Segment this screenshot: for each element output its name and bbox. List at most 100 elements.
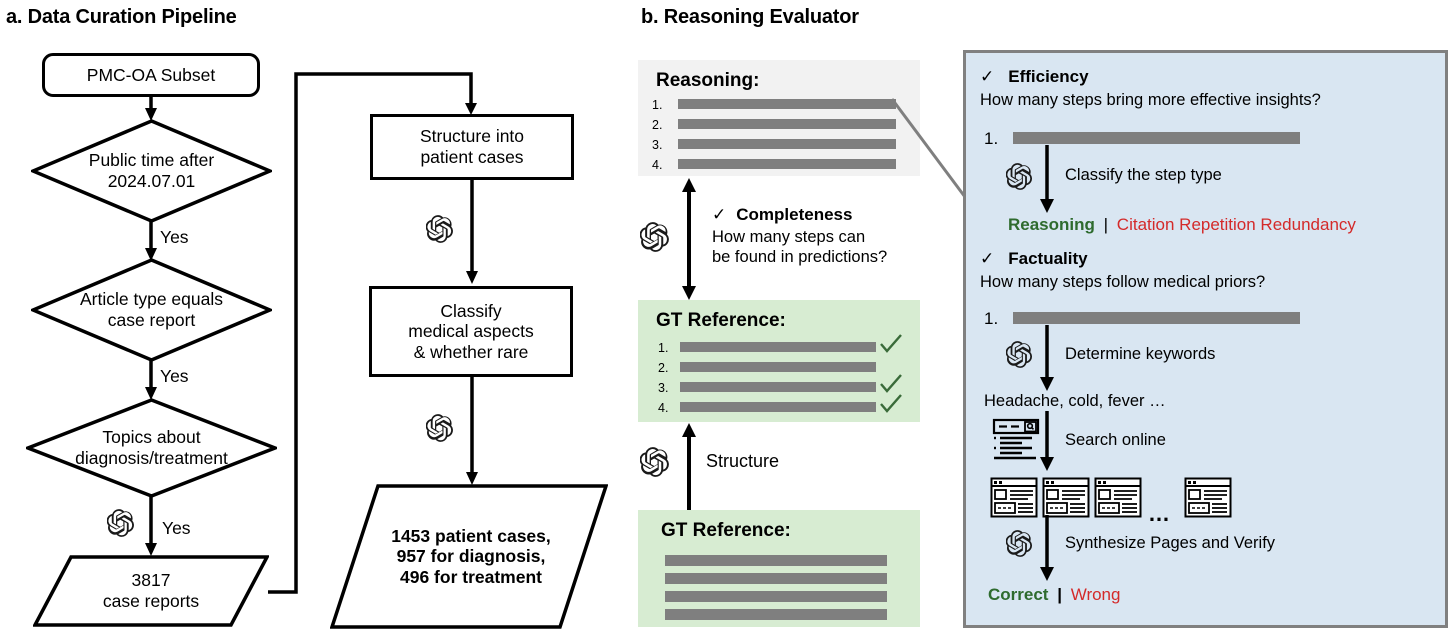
redacted-text-bar	[665, 591, 887, 602]
node-decision-article-type: Article type equals case report	[31, 258, 272, 362]
block-gt-reference-structured: GT Reference: 1. 2. 3. 4.	[638, 300, 920, 422]
redacted-text-bar	[665, 609, 887, 620]
openai-logo-icon	[1006, 341, 1033, 368]
redacted-text-bar	[678, 99, 896, 109]
criterion-factuality-heading: Factuality	[1008, 249, 1088, 268]
node-output-case-reports: 3817 case reports	[33, 555, 269, 627]
redacted-text-bar	[1013, 312, 1300, 324]
factuality-outcome: Correct | Wrong	[988, 585, 1120, 605]
criterion-efficiency-heading: Efficiency	[1008, 67, 1089, 86]
criterion-factuality-question: How many steps follow medical priors?	[980, 273, 1266, 291]
search-page-icon	[992, 418, 1040, 460]
node-decision-public-time: Public time after 2024.07.01	[31, 119, 272, 223]
redacted-text-bar	[678, 139, 896, 149]
panel-a-title: a. Data Curation Pipeline	[6, 6, 237, 28]
arrow-structure-upward	[682, 423, 696, 515]
webpage-icon	[1184, 477, 1232, 518]
webpage-icon	[990, 477, 1038, 518]
criterion-completeness: ✓ Completeness How many steps can be fou…	[712, 205, 887, 267]
list-number: 1.	[658, 341, 669, 355]
node-structure-patient-cases-label: Structure into patient cases	[419, 126, 525, 167]
check-icon: ✓	[712, 205, 727, 224]
redacted-text-bar	[665, 555, 887, 566]
redacted-text-bar	[680, 402, 876, 412]
arrow-source-to-decision-1	[145, 96, 157, 121]
arrow-classify-to-final	[466, 377, 478, 485]
redacted-text-bar	[680, 382, 876, 392]
openai-logo-icon	[640, 447, 669, 477]
block-reasoning-title: Reasoning:	[656, 70, 760, 91]
node-classify-medical-aspects-label: Classify medical aspects & whether rare	[408, 300, 534, 362]
redacted-text-bar	[678, 159, 896, 169]
block-reasoning: Reasoning: 1. 2. 3. 4.	[638, 60, 920, 176]
arrow-synthesize-verify	[1040, 515, 1054, 581]
arrow-decision-3-to-output	[145, 496, 157, 556]
list-number: 3.	[658, 381, 669, 395]
check-icon: ✓	[980, 67, 995, 86]
arrow-label-structure: Structure	[706, 451, 780, 471]
outcome-bad: Wrong	[1070, 585, 1121, 604]
arrow-decision-1-to-2	[145, 221, 157, 261]
list-number: 4.	[658, 401, 669, 415]
outcome-good: Correct	[988, 585, 1049, 604]
edge-label-yes-1: Yes	[160, 227, 189, 247]
arrow-classify-step-type	[1040, 145, 1054, 213]
openai-logo-icon	[426, 414, 453, 442]
edge-label-yes-3: Yes	[162, 518, 191, 538]
redacted-text-bar	[680, 342, 876, 352]
criterion-completeness-q2: be found in predictions?	[712, 248, 888, 266]
openai-logo-icon	[107, 509, 134, 537]
criterion-factuality: ✓ Factuality How many steps follow medic…	[980, 249, 1265, 292]
arrow-completeness-bidirectional	[682, 178, 696, 300]
redacted-text-bar	[678, 119, 896, 129]
node-pmc-oa-subset: PMC-OA Subset	[42, 53, 260, 97]
list-number: 3.	[652, 138, 663, 152]
outcome-separator: |	[1103, 215, 1109, 234]
arrow-search-online	[1040, 411, 1054, 471]
outcome-separator: |	[1057, 585, 1062, 604]
arrow-label-synthesize-verify: Synthesize Pages and Verify	[1065, 534, 1276, 552]
criterion-completeness-heading: Completeness	[736, 205, 853, 224]
webpage-icon	[1042, 477, 1090, 518]
node-pmc-oa-subset-label: PMC-OA Subset	[86, 64, 216, 85]
block-gt-reference-raw: GT Reference:	[638, 510, 920, 627]
redacted-text-bar	[1013, 132, 1300, 144]
list-number: 2.	[658, 361, 669, 375]
list-number: 2.	[652, 118, 663, 132]
arrow-decision-2-to-3	[145, 360, 157, 400]
arrow-label-determine-keywords: Determine keywords	[1065, 345, 1216, 363]
check-icon	[880, 374, 902, 393]
efficiency-step-number: 1.	[984, 129, 999, 148]
node-structure-patient-cases: Structure into patient cases	[370, 114, 574, 180]
panel-b-title: b. Reasoning Evaluator	[641, 6, 859, 28]
criterion-efficiency-question: How many steps bring more effective insi…	[980, 91, 1321, 109]
efficiency-outcome: Reasoning | Citation Repetition Redundan…	[1008, 215, 1356, 235]
node-decision-topics: Topics about diagnosis/treatment	[26, 398, 277, 498]
factuality-keywords: Headache, cold, fever …	[984, 392, 1166, 410]
openai-logo-icon	[1006, 530, 1033, 557]
redacted-text-bar	[680, 362, 876, 372]
check-icon	[880, 334, 902, 353]
criterion-completeness-q1: How many steps can	[712, 228, 866, 246]
check-icon: ✓	[980, 249, 995, 268]
node-classify-medical-aspects: Classify medical aspects & whether rare	[369, 286, 573, 377]
edge-label-yes-2: Yes	[160, 366, 189, 386]
arrow-label-classify-step-type: Classify the step type	[1065, 166, 1222, 184]
outcome-bad: Citation Repetition Redundancy	[1116, 215, 1356, 234]
arrow-label-search-online: Search online	[1065, 431, 1166, 449]
criteria-panel: ✓ Efficiency How many steps bring more e…	[963, 50, 1448, 628]
factuality-step-number: 1.	[984, 309, 999, 328]
criterion-efficiency: ✓ Efficiency How many steps bring more e…	[980, 67, 1321, 110]
arrow-structure-to-classify	[466, 180, 478, 284]
outcome-good: Reasoning	[1008, 215, 1095, 234]
openai-logo-icon	[1006, 163, 1033, 190]
list-number: 4.	[652, 158, 663, 172]
check-icon	[880, 394, 902, 413]
redacted-text-bar	[665, 573, 887, 584]
list-number: 1.	[652, 98, 663, 112]
block-gt-raw-title: GT Reference:	[661, 520, 791, 541]
pages-ellipsis: …	[1148, 501, 1172, 526]
openai-logo-icon	[426, 215, 453, 243]
block-gt-structured-title: GT Reference:	[656, 310, 786, 331]
